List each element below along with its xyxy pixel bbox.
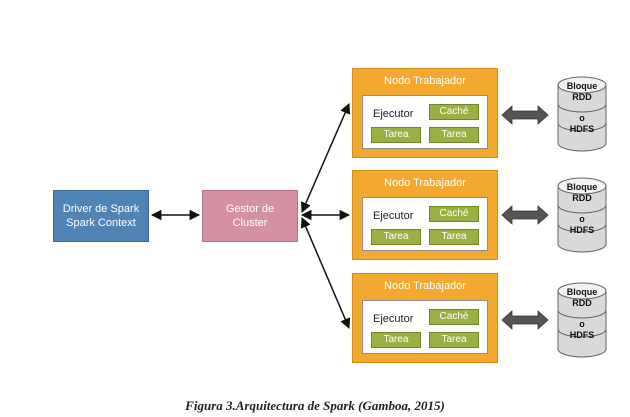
storage-line2: RDD [572,193,592,203]
executor-panel: Ejecutor Caché Tarea Tarea [362,197,488,251]
storage-cylinder-3: Bloque RDD o HDFS [556,281,608,359]
cluster-manager-box: Gestor de Cluster [202,190,298,242]
worker-title: Nodo Trabajador [384,75,466,87]
driver-label-line2: Spark Context [66,217,136,229]
database-icon [557,282,607,358]
cache-cell: Caché [429,309,479,325]
storage-cylinder-1: Bloque RDD o HDFS [556,75,608,153]
worker-title: Nodo Trabajador [384,280,466,292]
storage-line1: Bloque [566,287,598,297]
worker-node-2: Nodo Trabajador Ejecutor Caché Tarea Tar… [352,170,498,260]
task-cell: Tarea [429,127,479,143]
gestor-label-line1: Gestor de [225,203,275,215]
gestor-worker1-arrow [300,103,351,213]
database-icon [557,76,607,152]
storage-line4: HDFS [569,330,595,340]
executor-label: Ejecutor [373,313,414,325]
task-cell: Tarea [371,332,421,348]
task-cell: Tarea [429,229,479,245]
executor-panel: Ejecutor Caché Tarea Tarea [362,300,488,354]
storage-line2: RDD [572,92,592,102]
worker-node-3: Nodo Trabajador Ejecutor Caché Tarea Tar… [352,273,498,363]
worker1-storage-double-arrow [501,105,549,125]
storage-cylinder-2: Bloque RDD o HDFS [556,176,608,254]
worker-title: Nodo Trabajador [384,177,466,189]
worker2-storage-double-arrow [501,205,549,225]
driver-label-line1: Driver de Spark [62,203,140,215]
gestor-label-line2: Cluster [232,217,268,229]
task-cell: Tarea [371,229,421,245]
executor-label: Ejecutor [373,108,414,120]
storage-line4: HDFS [569,225,595,235]
storage-line2: RDD [572,298,592,308]
storage-line3: o [579,113,585,123]
figure-caption: Figura 3.Arquitectura de Spark (Gamboa, … [185,398,445,413]
storage-line3: o [579,214,585,224]
storage-line1: Bloque [566,81,598,91]
worker3-storage-double-arrow [501,310,549,330]
cache-cell: Caché [429,104,479,120]
spark-driver-box: Driver de Spark Spark Context [53,190,149,242]
executor-panel: Ejecutor Caché Tarea Tarea [362,95,488,149]
storage-line3: o [579,319,585,329]
cache-cell: Caché [429,206,479,222]
task-cell: Tarea [429,332,479,348]
database-icon [557,177,607,253]
gestor-worker3-arrow [300,217,351,329]
storage-line4: HDFS [569,124,595,134]
executor-label: Ejecutor [373,210,414,222]
storage-line1: Bloque [566,182,598,192]
worker-node-1: Nodo Trabajador Ejecutor Caché Tarea Tar… [352,68,498,158]
task-cell: Tarea [371,127,421,143]
